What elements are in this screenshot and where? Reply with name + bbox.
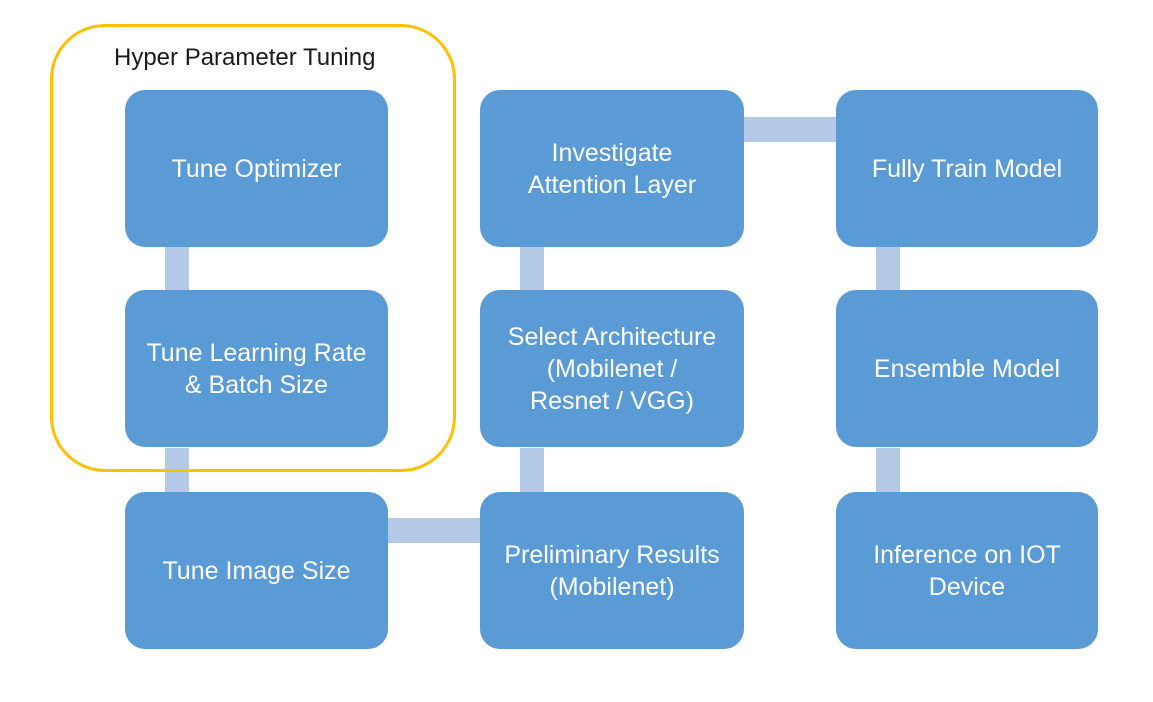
hyper-parameter-tuning-group-label: Hyper Parameter Tuning [114,44,376,71]
node-tune-optimizer: Tune Optimizer [125,90,388,247]
node-select-architecture: Select Architecture (Mobilenet / Resnet … [480,290,744,447]
connector-select-architecture-to-preliminary-results [520,448,544,492]
connector-tune-optimizer-to-tune-learning-rate [165,247,189,290]
connector-tune-image-size-to-preliminary-results [388,518,480,543]
node-tune-image-size: Tune Image Size [125,492,388,649]
node-investigate-attention-layer: Investigate Attention Layer [480,90,744,247]
node-ensemble-model: Ensemble Model [836,290,1098,447]
node-inference-on-iot-device: Inference on IOT Device [836,492,1098,649]
node-tune-learning-rate-batch-size: Tune Learning Rate & Batch Size [125,290,388,447]
connector-ensemble-to-inference-iot [876,448,900,492]
connector-tune-learning-rate-to-tune-image-size [165,448,189,492]
connector-investigate-attention-to-select-architecture [520,247,544,290]
connector-fully-train-to-ensemble [876,247,900,290]
node-preliminary-results: Preliminary Results (Mobilenet) [480,492,744,649]
connector-investigate-attention-to-fully-train [744,117,836,142]
node-fully-train-model: Fully Train Model [836,90,1098,247]
